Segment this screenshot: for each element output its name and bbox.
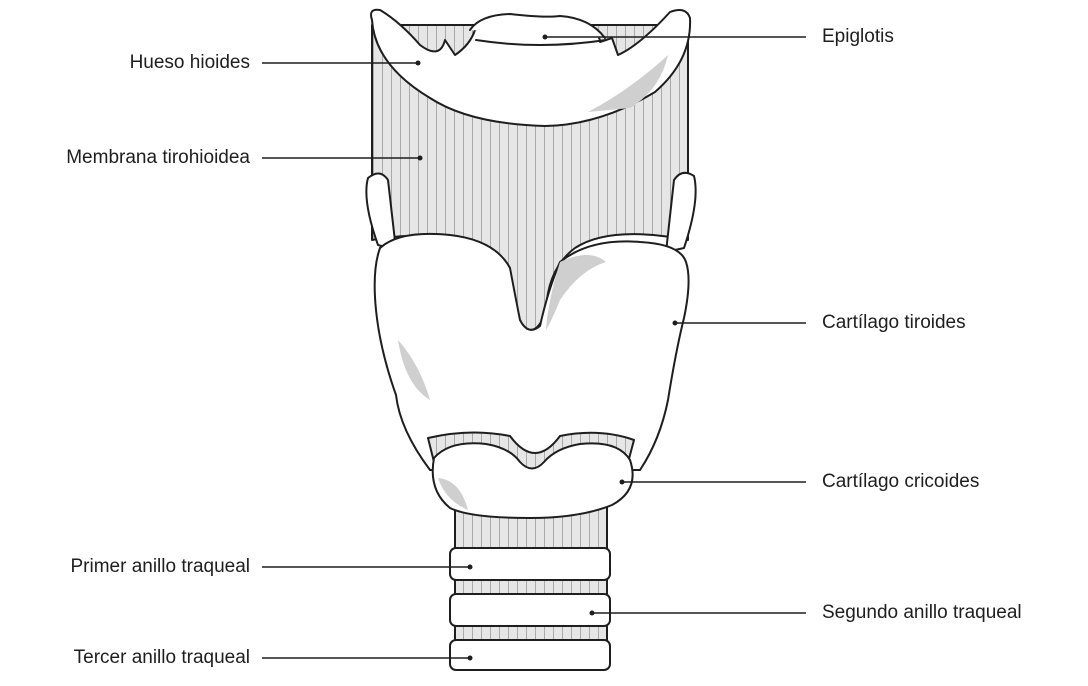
label-hueso-hioides: Hueso hioides <box>130 52 250 74</box>
label-primer-anillo: Primer anillo traqueal <box>70 556 250 578</box>
label-cartilago-cricoides: Cartílago cricoides <box>822 471 979 493</box>
second-tracheal-ring <box>450 594 610 626</box>
label-tercer-anillo: Tercer anillo traqueal <box>74 647 250 669</box>
label-segundo-anillo: Segundo anillo traqueal <box>822 602 1022 624</box>
label-epiglotis: Epiglotis <box>822 26 894 48</box>
first-tracheal-ring <box>450 548 610 580</box>
label-membrana-tirohioidea: Membrana tirohioidea <box>66 147 250 169</box>
third-tracheal-ring <box>450 640 610 670</box>
label-cartilago-tiroides: Cartílago tiroides <box>822 312 966 334</box>
